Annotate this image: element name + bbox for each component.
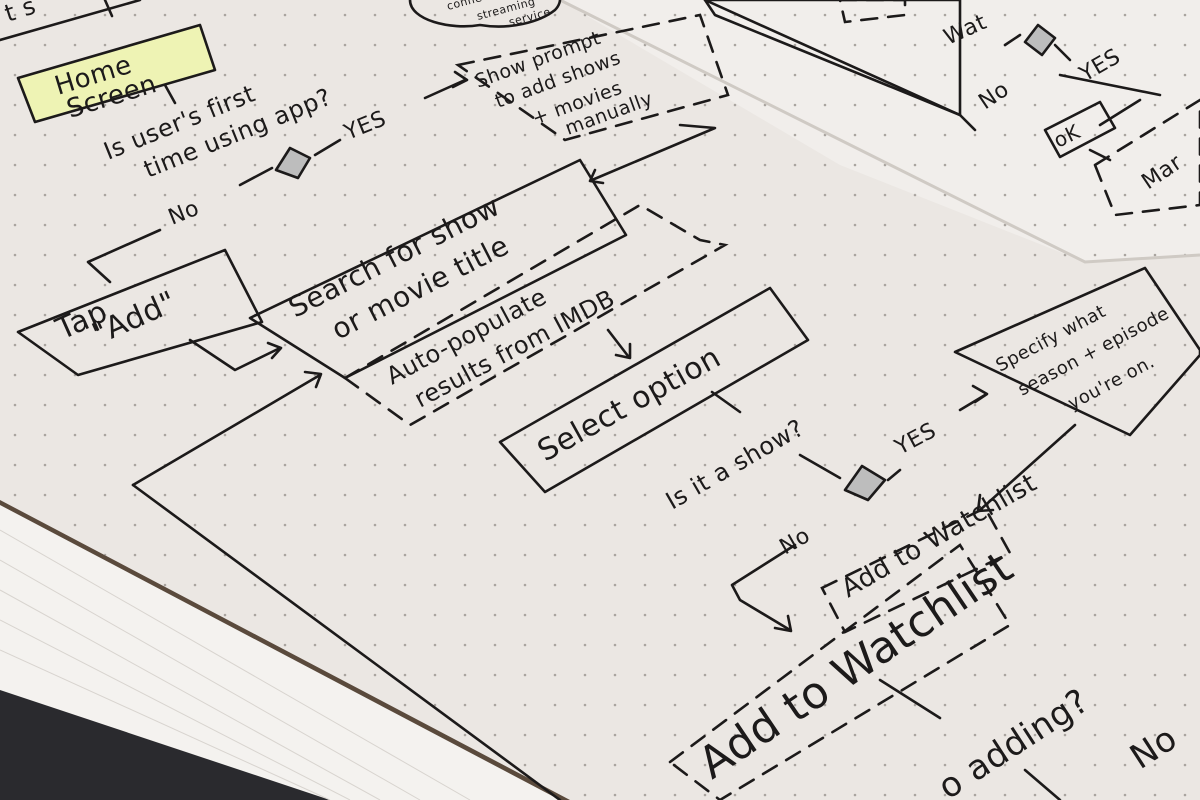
tap-add-box bbox=[16, 248, 264, 377]
streaming-cloud bbox=[408, 0, 562, 28]
flow-connectors bbox=[0, 0, 1162, 800]
show-prompt-box bbox=[454, 13, 730, 142]
search-box bbox=[248, 158, 628, 380]
home-screen-box bbox=[16, 23, 217, 124]
add-watchlist-small-box bbox=[820, 506, 1012, 634]
right-page-box-top bbox=[703, 0, 962, 117]
right-page-dashed-box bbox=[1093, 98, 1200, 217]
page-edges bbox=[0, 505, 560, 800]
specify-season-box bbox=[953, 266, 1200, 437]
autopopulate-box bbox=[342, 203, 729, 427]
select-option-box bbox=[498, 286, 810, 494]
decision-diamond-is-show bbox=[843, 464, 887, 502]
decision-diamond-right-page bbox=[1023, 23, 1057, 57]
page-edge-lines bbox=[0, 529, 471, 800]
right-page-dot-grid bbox=[560, 0, 1200, 262]
add-watchlist-large-box bbox=[667, 543, 1012, 800]
page-fold-shadow bbox=[559, 0, 1200, 264]
right-page-dashed-top bbox=[838, 0, 907, 24]
right-page-ok-box bbox=[1043, 100, 1117, 159]
decision-diamond-first-time bbox=[274, 146, 312, 180]
